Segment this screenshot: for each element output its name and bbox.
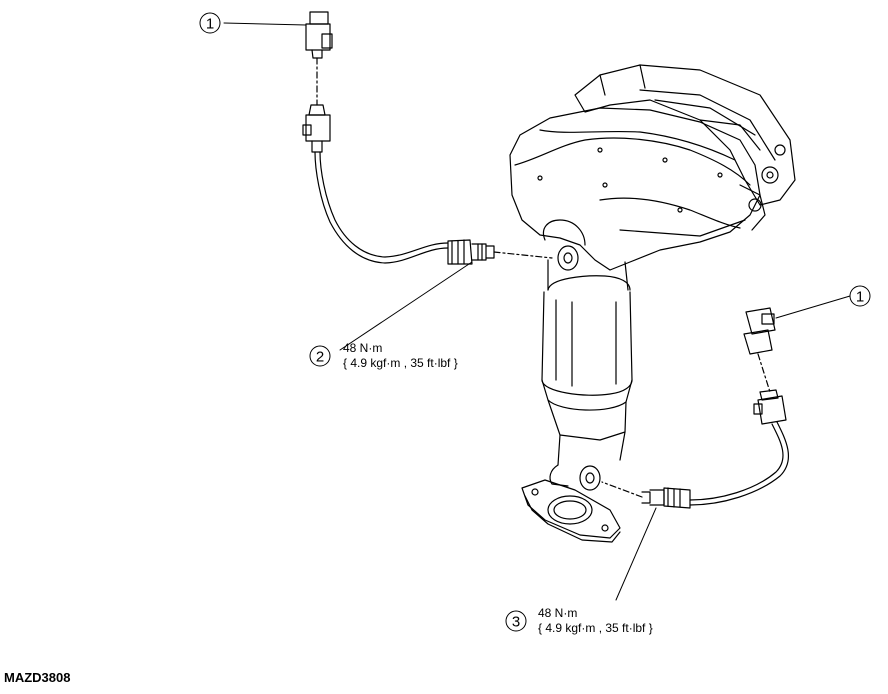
callout-3: 3: [505, 610, 527, 632]
torque-spec-front-nm: 48 N·m: [343, 341, 383, 355]
callout-2: 2: [309, 345, 331, 367]
rear-oxygen-sensor: [601, 307, 789, 509]
callout-2-label: 2: [316, 349, 324, 366]
torque-spec-rear-nm: 48 N·m: [538, 606, 578, 620]
front-oxygen-sensor: [302, 11, 553, 265]
exhaust-manifold-assembly: [509, 64, 796, 543]
callout-1-right: 1: [849, 285, 871, 307]
torque-spec-rear-kgf-lbf: { 4.9 kgf·m , 35 ft·lbf }: [538, 621, 653, 635]
torque-spec-rear-sensor: 48 N·m { 4.9 kgf·m , 35 ft·lbf }: [538, 606, 653, 636]
leader-lines: [223, 22, 851, 601]
callout-1-right-label: 1: [856, 289, 864, 306]
callout-3-label: 3: [512, 614, 520, 631]
callout-1-top: 1: [199, 12, 221, 34]
figure-code: MAZD3808: [4, 670, 71, 685]
callout-1-top-label: 1: [206, 16, 214, 33]
torque-spec-front-sensor: 48 N·m { 4.9 kgf·m , 35 ft·lbf }: [343, 341, 458, 371]
torque-spec-front-kgf-lbf: { 4.9 kgf·m , 35 ft·lbf }: [343, 356, 458, 370]
